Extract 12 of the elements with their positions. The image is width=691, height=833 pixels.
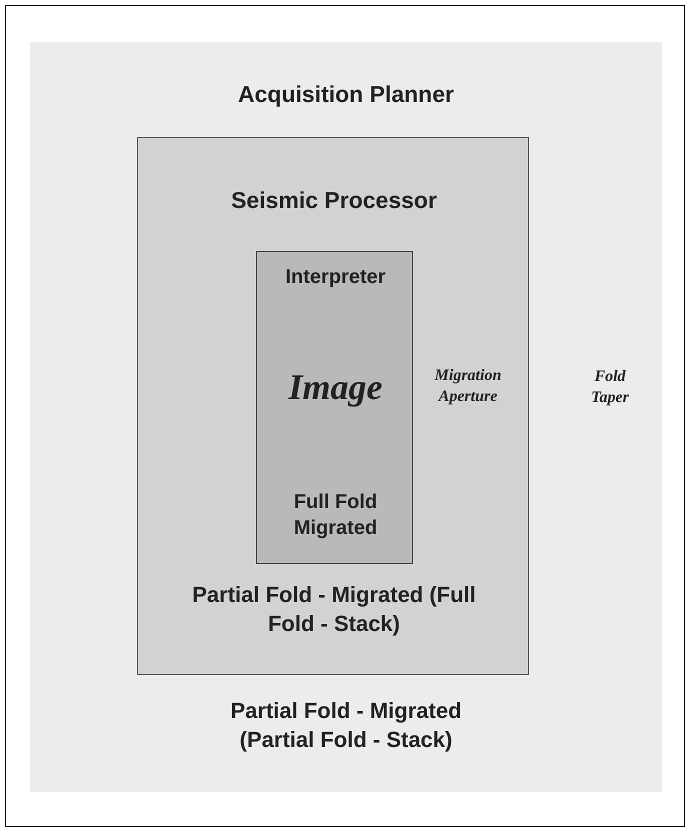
image-label: Image (287, 366, 384, 409)
interpreter-box (256, 251, 413, 564)
region-label: Partial Fold - Migrated (Full Fold - Stack) (191, 581, 477, 638)
role-title: Seismic Processor (230, 186, 438, 215)
region-label: Migration Aperture (434, 366, 502, 407)
role-title: Acquisition Planner (237, 80, 455, 109)
region-label: Full Fold Migrated (292, 490, 378, 541)
role-title: Interpreter (284, 265, 387, 290)
region-label: Partial Fold - Migrated (Partial Fold - Stack) (229, 697, 463, 754)
outer-region (30, 42, 662, 792)
processor-box (137, 137, 529, 675)
region-label: Fold Taper (590, 367, 630, 408)
